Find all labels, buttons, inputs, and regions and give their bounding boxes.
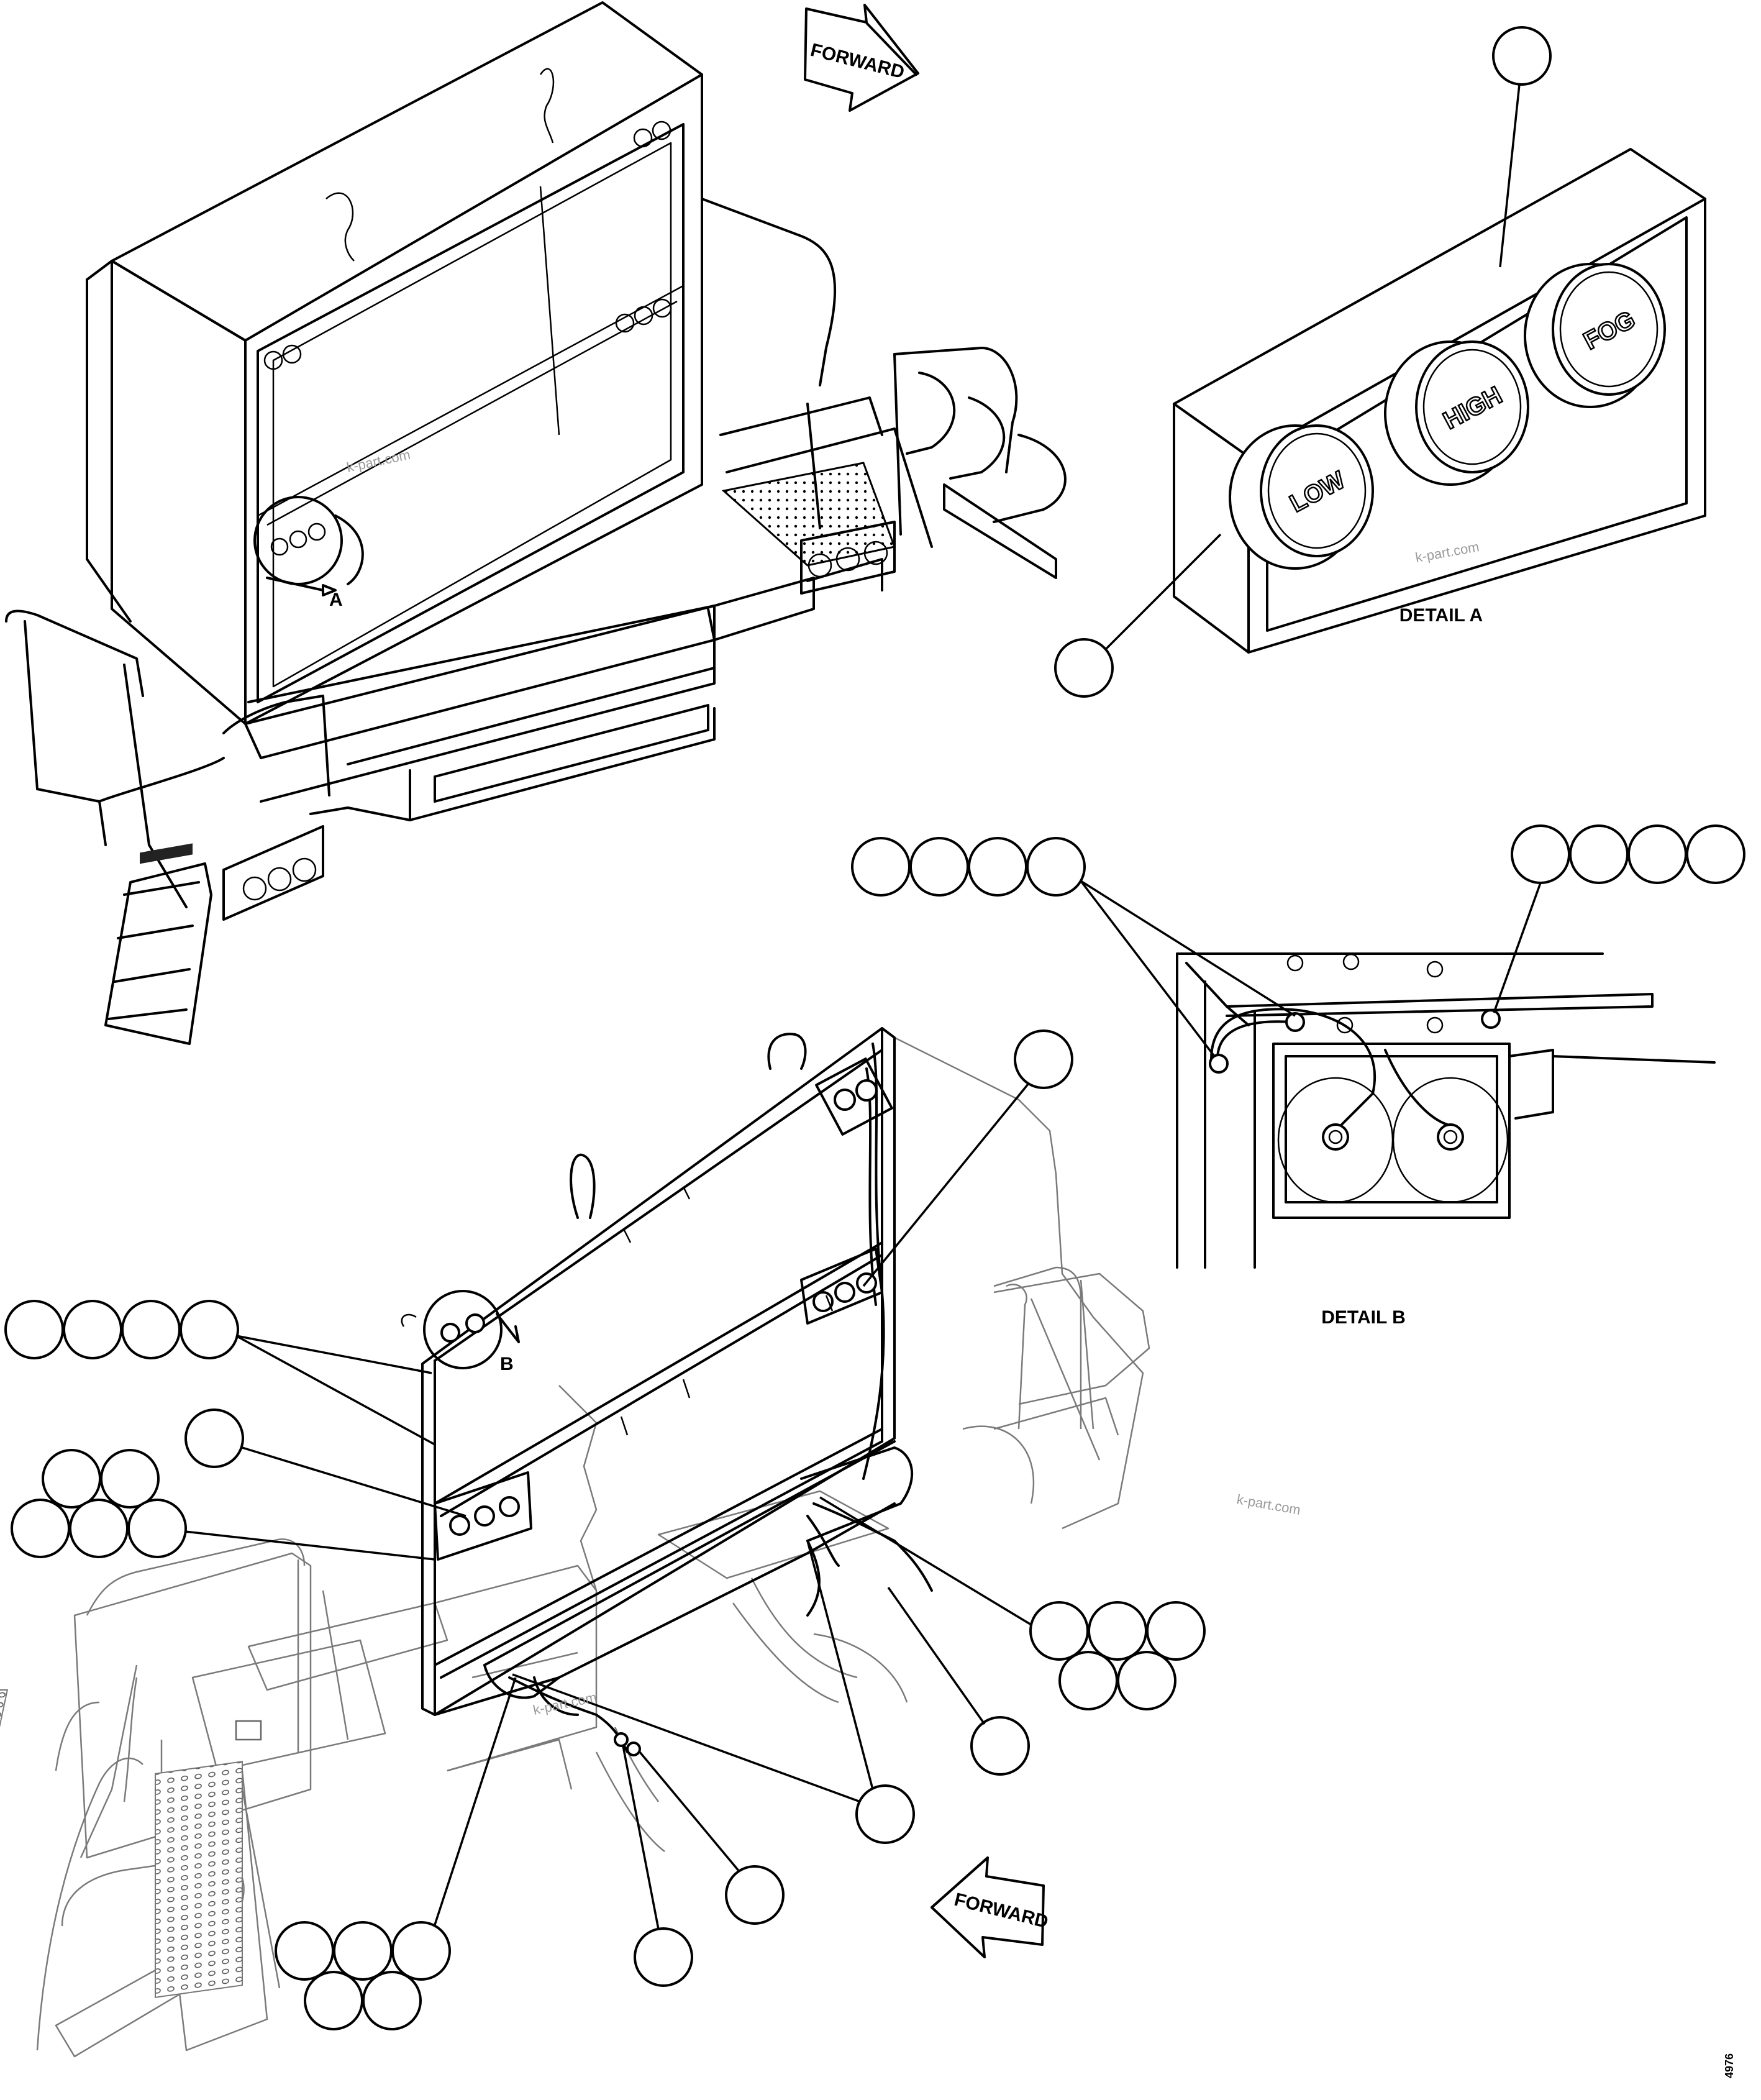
- callout: [180, 1300, 239, 1359]
- detail-b-marker: B: [500, 1354, 514, 1374]
- callout: [1058, 1651, 1118, 1710]
- callout: [855, 1784, 915, 1844]
- lamp-low: LOW: [1229, 424, 1374, 570]
- callout: [184, 1408, 244, 1468]
- callout: [1117, 1651, 1176, 1710]
- callout: [1569, 824, 1629, 884]
- forward-arrow-bottom: FORWARD: [931, 1856, 1050, 1958]
- callout: [69, 1499, 129, 1558]
- detail-b: DETAIL B: [851, 824, 1745, 1328]
- callout: [725, 1865, 785, 1925]
- detail-b-title: DETAIL B: [1321, 1307, 1406, 1328]
- bottom-callouts: [4, 1029, 1206, 2030]
- callout: [634, 1927, 693, 1987]
- detail-a-marker: A: [329, 590, 343, 610]
- figure-code: 4976: [1723, 2053, 1736, 2078]
- callout: [333, 1921, 393, 1981]
- detail-a-view-circle: [253, 496, 343, 585]
- callout: [275, 1921, 334, 1981]
- callout: [1492, 26, 1552, 86]
- callout: [909, 837, 969, 897]
- callout: [970, 1716, 1030, 1776]
- callout: [4, 1300, 64, 1359]
- callout: [1054, 638, 1114, 698]
- callout: [851, 837, 911, 897]
- lamp-fog: FOG: [1524, 263, 1666, 408]
- callout: [968, 837, 1027, 897]
- callout: [1511, 824, 1570, 884]
- callout: [304, 1971, 363, 2030]
- detail-a: FOG HIGH LOW DETAIL A k-part.com: [1054, 26, 1706, 698]
- detail-a-title: DETAIL A: [1399, 605, 1483, 626]
- forward-arrow-top: FORWARD: [804, 4, 919, 112]
- callout: [121, 1300, 181, 1359]
- watermark-3: k-part.com: [1235, 1491, 1302, 1518]
- callout: [1686, 824, 1745, 884]
- callout: [1088, 1601, 1147, 1661]
- callout: [1029, 1601, 1089, 1661]
- callout: [42, 1449, 101, 1509]
- callout: [127, 1499, 187, 1558]
- callout: [362, 1971, 422, 2030]
- callout: [1026, 837, 1086, 897]
- callout: [100, 1449, 160, 1509]
- callout: [63, 1300, 122, 1359]
- callout: [11, 1499, 70, 1558]
- watermark-1: k-part.com: [1414, 539, 1481, 565]
- lamp-high: HIGH: [1384, 340, 1529, 486]
- bottom-assembly: B: [0, 1027, 1150, 2058]
- callout: [391, 1921, 451, 1981]
- top-assembly: A: [5, 1, 1067, 1045]
- detail-b-view-circle: [423, 1290, 503, 1369]
- callout: [1146, 1601, 1206, 1661]
- callout: [1627, 824, 1687, 884]
- callout: [1014, 1029, 1073, 1089]
